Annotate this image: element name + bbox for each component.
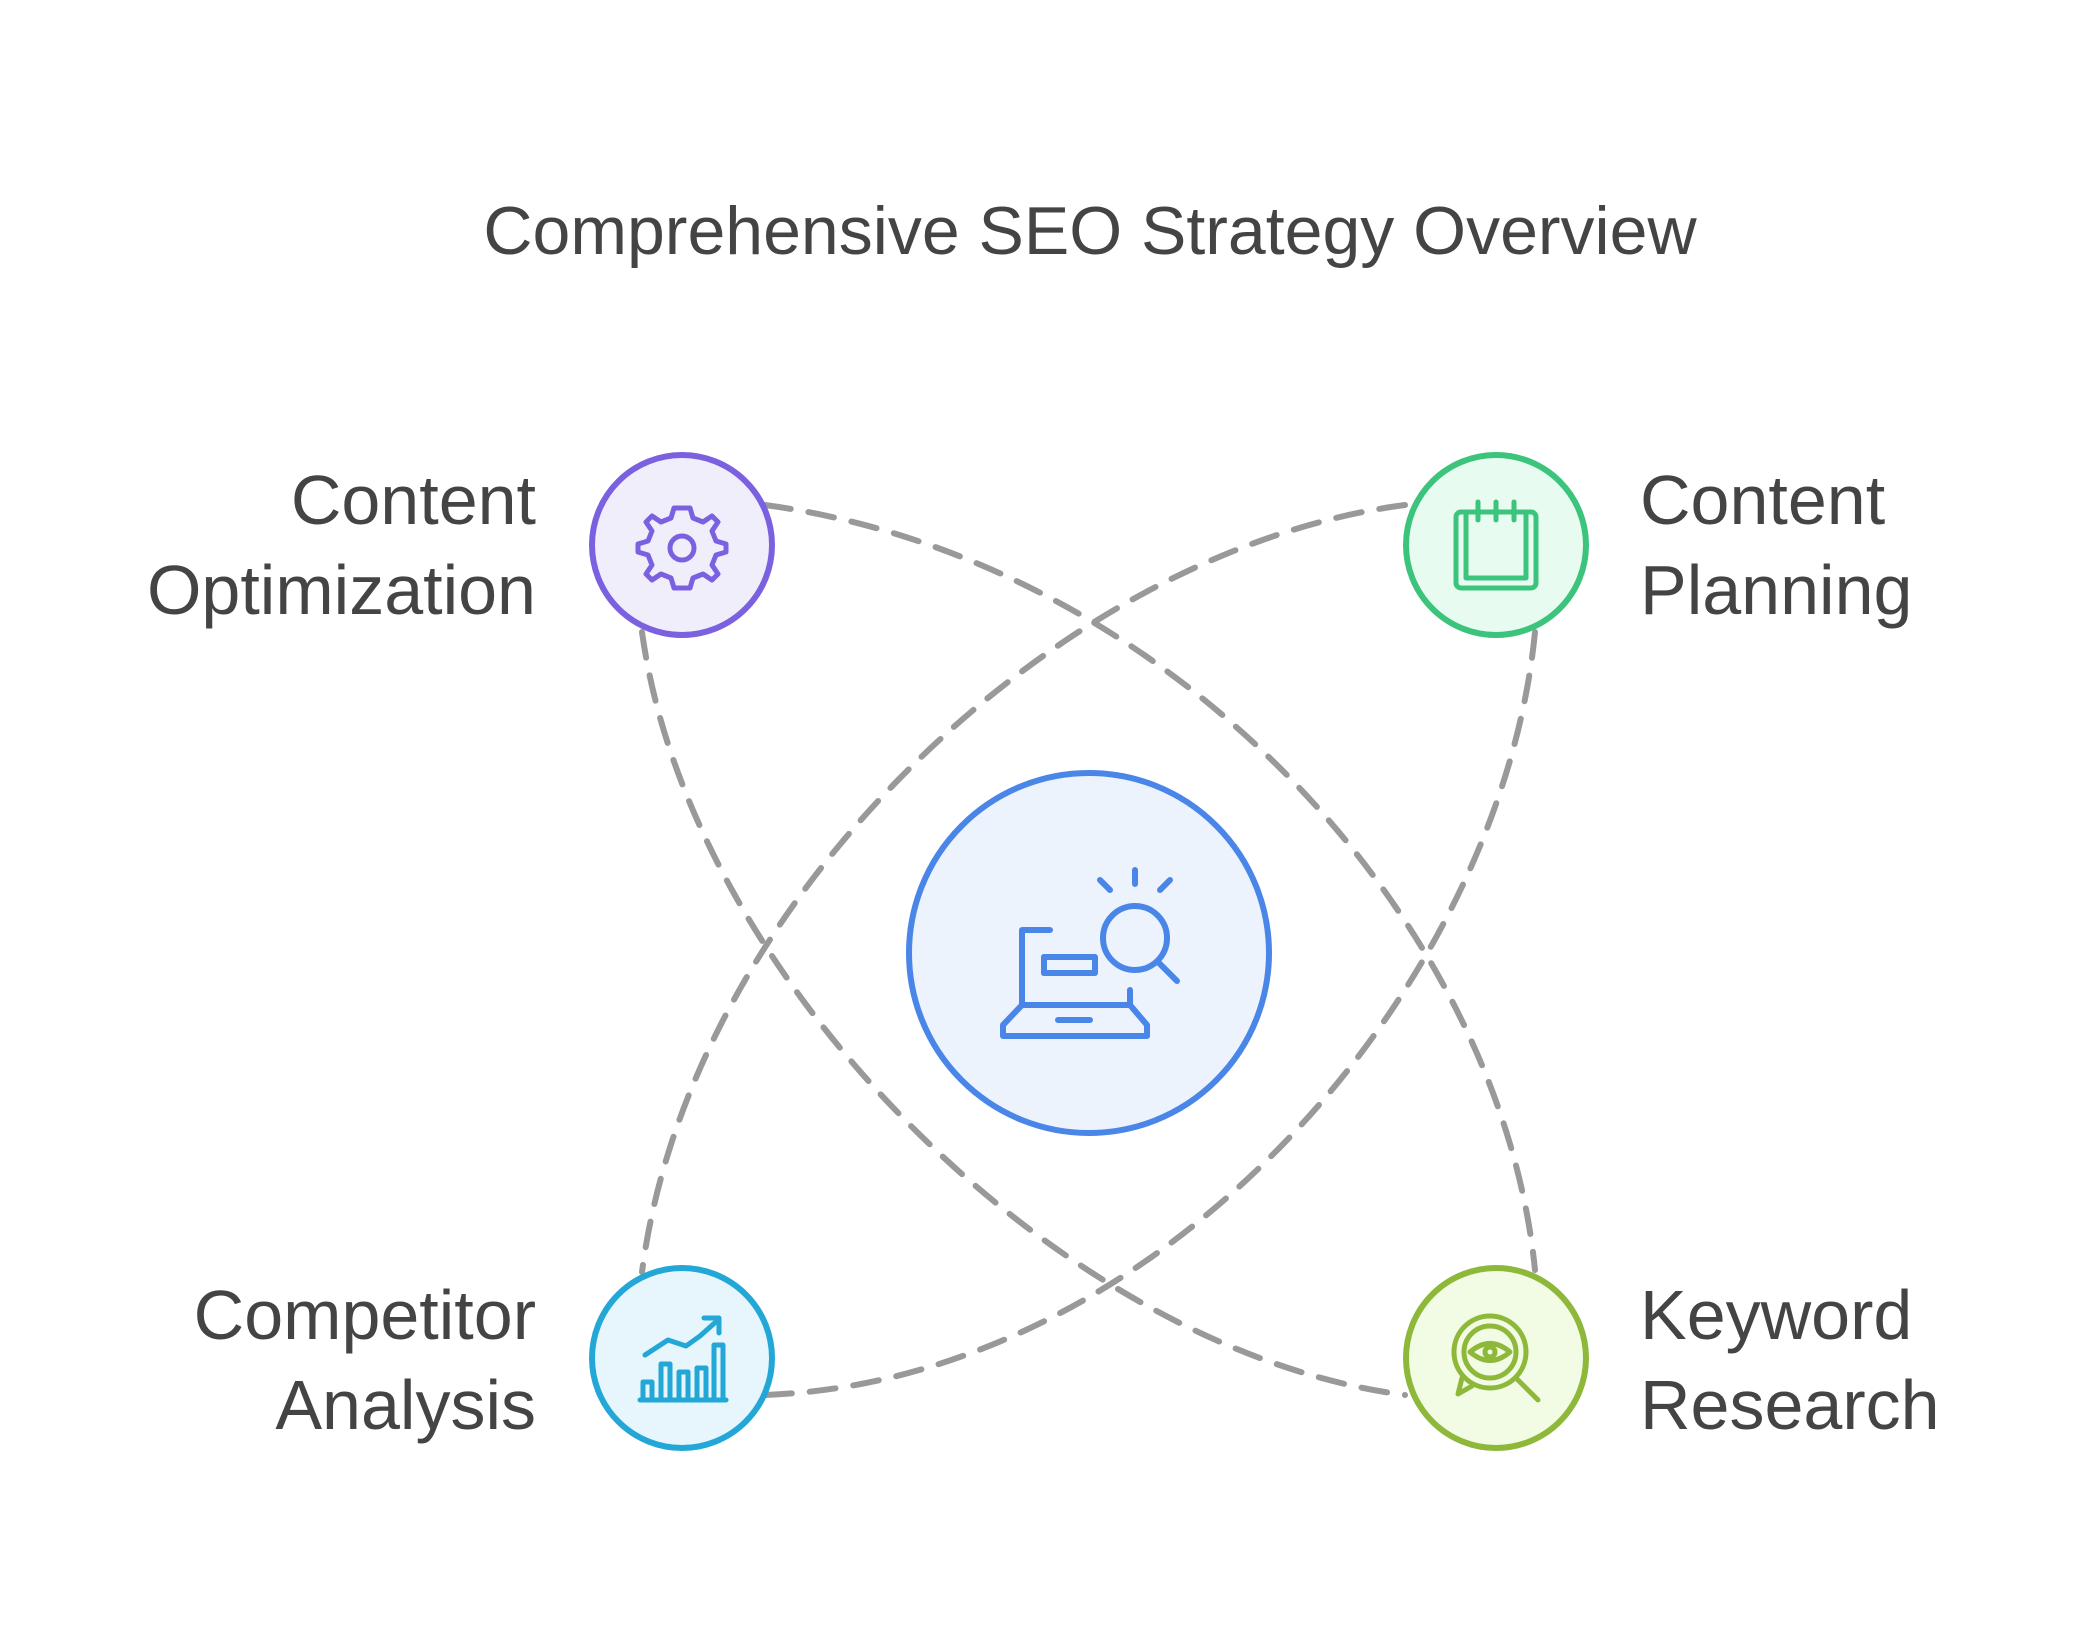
label-line: Analysis [275,1366,536,1444]
gear-icon [635,505,729,591]
growth-chart-icon [637,1315,729,1403]
laptop-search-icon [1000,867,1180,1039]
orbit-connector-tl-br [762,502,1538,1273]
label-line: Planning [1640,551,1913,629]
center-node [906,770,1272,1136]
orbit-connector-tr-bl [639,502,1408,1275]
label-line: Content [290,461,536,539]
node-competitor-analysis [589,1265,775,1451]
diagram-title: Comprehensive SEO Strategy Overview [483,193,1697,269]
label-line: Research [1640,1366,1940,1444]
label-competitor-analysis: Competitor Analysis [16,1270,536,1450]
label-line: Competitor [193,1276,536,1354]
orbit-connector-tr-bl-inner [762,629,1538,1398]
label-line: Optimization [146,551,536,629]
label-content-planning: Content Planning [1640,455,2078,635]
eye-search-icon [1451,1313,1541,1403]
label-keyword-research: Keyword Research [1640,1270,2078,1450]
label-line: Keyword [1640,1276,1913,1354]
label-line: Content [1640,461,1886,539]
orbit-connector-tl-br-inner [639,629,1408,1398]
node-content-optimization [589,452,775,638]
calendar-icon [1453,499,1539,591]
node-content-planning [1403,452,1589,638]
label-content-optimization: Content Optimization [16,455,536,635]
node-keyword-research [1403,1265,1589,1451]
